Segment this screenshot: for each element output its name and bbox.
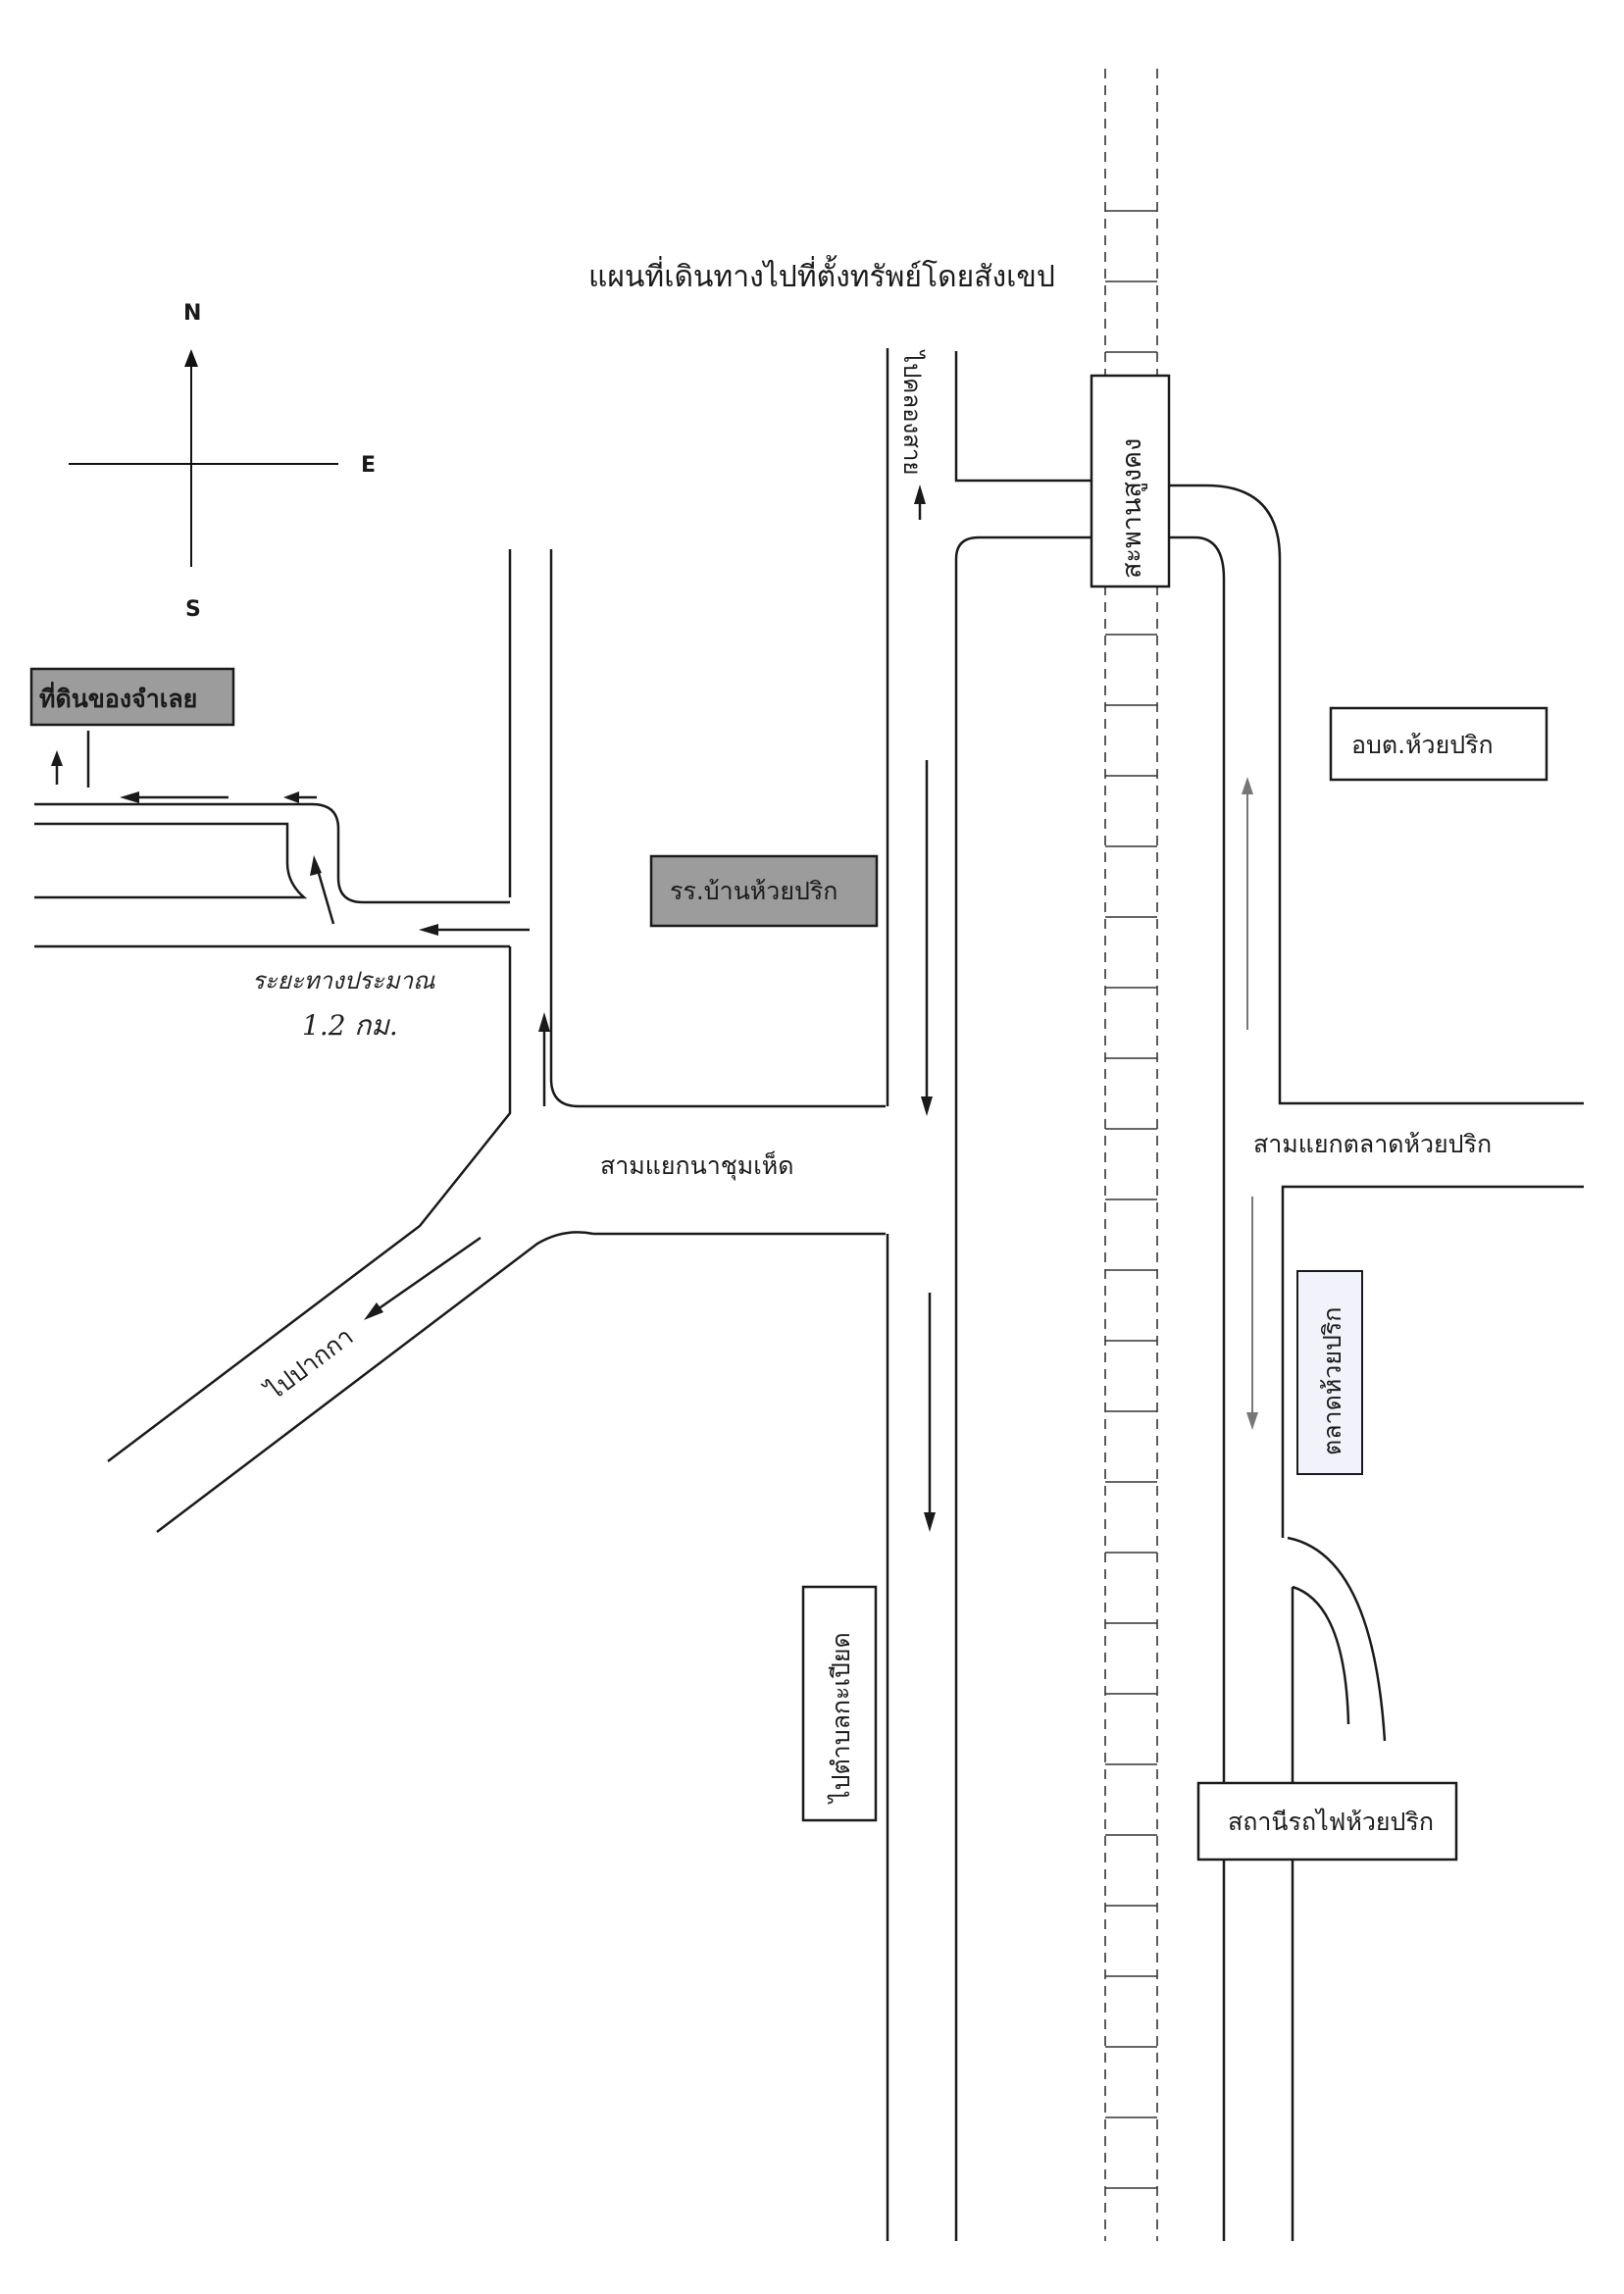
arrow-west-icon [419, 924, 530, 936]
route-arrows [51, 484, 1258, 1532]
station-label: สถานีรถไฟห้วยปริก [1228, 1808, 1434, 1836]
place-to-tambon-kabiat: ไปตำบลกะเปียด [801, 1585, 878, 1822]
junction-market-label: สามแยกตลาดห้วยปริก [1253, 1130, 1492, 1158]
market-label: ตลาดห้วยปริก [1318, 1307, 1346, 1455]
arrow-north-icon [51, 750, 63, 785]
compass-south-label: S [185, 597, 201, 622]
north-arrow-icon [184, 349, 198, 367]
school-label: รร.บ้านห้วยปริก [670, 877, 837, 905]
arrow-north-icon [1242, 777, 1253, 1030]
road-west-right-edge [156, 549, 886, 1533]
road-east-lower-edge [1281, 1185, 1584, 2241]
place-school: รร.บ้านห้วยปริก [649, 854, 879, 928]
arrow-north-icon [914, 484, 926, 520]
arrow-west-icon [120, 791, 228, 803]
compass: N E S [69, 301, 376, 622]
junction-na-chum-het-label: สามแยกนาชุมเห็ด [600, 1150, 794, 1181]
place-defendant-land: ที่ดินของจำเลย [29, 667, 235, 727]
sao-label: อบต.ห้วยปริก [1351, 731, 1494, 759]
road-central-east-edge [954, 535, 1105, 2241]
arrow-south-icon [1246, 1197, 1258, 1430]
road-to-land-south-edge [34, 822, 510, 948]
road-to-land-north-edge [34, 802, 510, 904]
compass-east-label: E [361, 453, 376, 478]
road-khlong-sai [954, 351, 1105, 483]
to-tambon-kabiat-box [801, 1585, 878, 1822]
place-overpass: สะพานสูงคง [1090, 374, 1171, 588]
map-title: แผนที่เดินทางไปที่ตั้งทรัพย์โดยสังเขป [588, 255, 1055, 294]
rail-ties [1105, 210, 1157, 2189]
market-box [1296, 1270, 1363, 1475]
place-market: ตลาดห้วยปริก [1296, 1270, 1363, 1475]
arrow-south-icon [924, 1293, 936, 1532]
place-sao: อบต.ห้วยปริก [1329, 706, 1548, 782]
distance-note-line1: ระยะทางประมาณ [252, 967, 435, 994]
distance-note-line2: 1.2 กม. [302, 1009, 398, 1042]
road-overpass-inner [1157, 535, 1226, 2241]
station-box [1196, 1781, 1458, 1861]
defendant-land-box [29, 667, 235, 727]
to-tambon-kabiat-label: ไปตำบลกะเปียด [827, 1632, 855, 1805]
road-network [34, 348, 1584, 2241]
defendant-land-label: ที่ดินของจำเลย [39, 682, 197, 713]
overpass-box [1090, 374, 1171, 588]
road-overpass-outer [1157, 484, 1584, 1105]
road-west-left-edge [107, 549, 512, 1462]
arrow-north-icon [538, 1012, 550, 1106]
school-box [649, 854, 879, 928]
arrow-west-icon [283, 791, 317, 803]
arrow-south-icon [921, 760, 933, 1116]
overpass-label: สะพานสูงคง [1117, 438, 1147, 579]
arrow-southwest-icon [364, 1236, 482, 1320]
to-khlong-sai-label: ไปคลองสาย [898, 349, 926, 475]
place-station: สถานีรถไฟห้วยปริก [1196, 1781, 1458, 1861]
arrow-north-icon [310, 855, 335, 925]
railway [1104, 69, 1158, 2241]
compass-north-label: N [183, 301, 201, 326]
sao-box [1329, 706, 1548, 782]
